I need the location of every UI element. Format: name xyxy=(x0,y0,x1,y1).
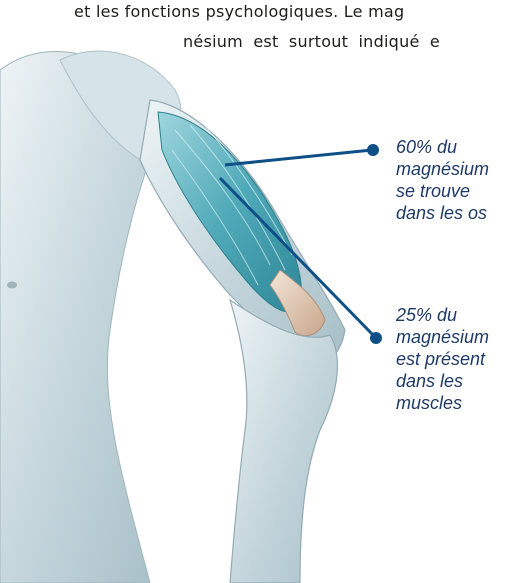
callout-muscles-line: dans les xyxy=(396,370,508,392)
callout-bones-line: 60% du xyxy=(396,136,508,158)
callout-bones: 60% du magnésium se trouve dans les os xyxy=(396,136,508,224)
callout-muscles-line: est présent xyxy=(396,348,508,370)
callout-muscles: 25% du magnésium est présent dans les mu… xyxy=(396,304,508,414)
callout-muscles-line: muscles xyxy=(396,392,508,414)
forearm-shape xyxy=(230,300,337,583)
body-text-line-1: et les fonctions psychologiques. Le mag xyxy=(74,2,404,22)
callout-bones-line: dans les os xyxy=(396,202,508,224)
leader-line-bones xyxy=(225,144,379,165)
body-text-line-2: nésium est surtout indiqué e xyxy=(183,32,440,52)
callout-muscles-line: magnésium xyxy=(396,326,508,348)
callout-bones-line: se trouve xyxy=(396,180,508,202)
nipple-shape xyxy=(7,282,17,289)
callout-muscles-line: 25% du xyxy=(396,304,508,326)
callout-bones-line: magnésium xyxy=(396,158,508,180)
